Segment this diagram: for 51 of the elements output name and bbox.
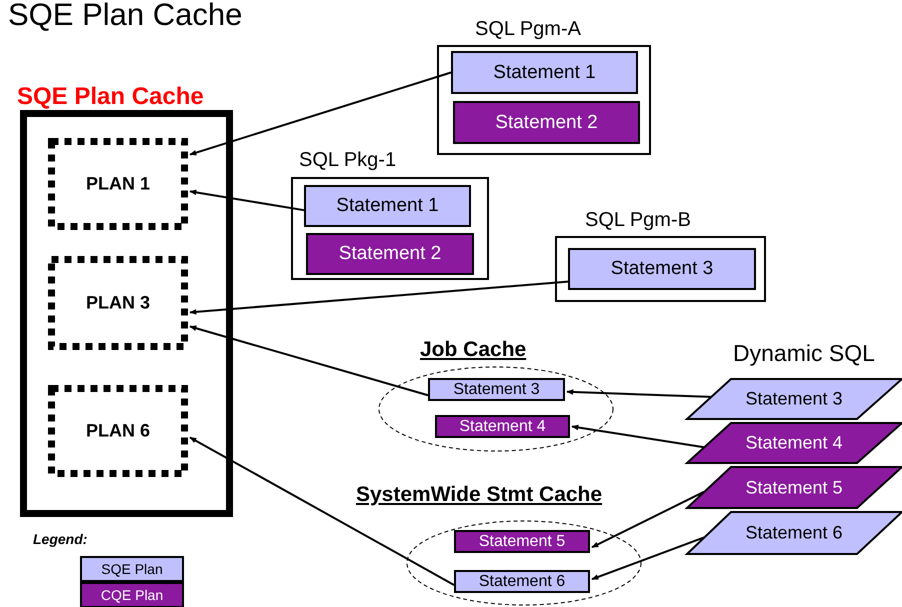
statement-parallelogram bbox=[686, 466, 902, 509]
statement-box bbox=[428, 378, 565, 401]
statement-label: Statement 2 bbox=[494, 112, 599, 134]
group-heading: Job Cache bbox=[420, 338, 526, 362]
statement-parallelogram bbox=[686, 378, 902, 420]
statement-box bbox=[306, 233, 474, 275]
title: SQE Plan Cache bbox=[8, 0, 242, 33]
arrow bbox=[591, 490, 704, 548]
statement-box bbox=[454, 530, 590, 553]
arrow bbox=[571, 424, 704, 448]
statement-label: Statement 4 bbox=[458, 418, 547, 436]
plan-box bbox=[48, 385, 188, 477]
arrow bbox=[566, 389, 711, 398]
arrow bbox=[591, 536, 704, 580]
statement-label: Statement 4 bbox=[744, 432, 844, 454]
legend-label: SQE Plan bbox=[100, 561, 164, 577]
statement-label: Statement 2 bbox=[338, 243, 442, 265]
plan-label: PLAN 1 bbox=[84, 174, 151, 194]
legend-label: CQE Plan bbox=[100, 587, 164, 603]
group-heading: SQL Pkg-1 bbox=[299, 149, 396, 172]
statement-box bbox=[451, 51, 638, 94]
statement-parallelogram bbox=[686, 511, 902, 555]
statement-label: Statement 5 bbox=[744, 477, 844, 498]
statement-label: Statement 3 bbox=[610, 258, 714, 280]
statement-label: Statement 3 bbox=[452, 380, 541, 398]
statement-label: Statement 6 bbox=[744, 522, 844, 544]
plan-label: PLAN 3 bbox=[84, 292, 151, 314]
plan-label: PLAN 6 bbox=[84, 420, 151, 442]
section-heading: Dynamic SQL bbox=[733, 340, 875, 367]
group-heading: SQL Pgm-B bbox=[585, 209, 691, 232]
group-heading: SQE Plan Cache bbox=[17, 83, 204, 111]
arrow bbox=[189, 72, 452, 156]
arrow bbox=[189, 326, 428, 396]
group-heading: SQL Pgm-A bbox=[475, 18, 581, 41]
statement-parallelogram bbox=[686, 422, 902, 464]
statement-label: Statement 6 bbox=[478, 572, 566, 590]
statement-box bbox=[454, 570, 590, 593]
arrow bbox=[189, 190, 304, 212]
statement-box bbox=[453, 101, 640, 144]
statement-label: Statement 5 bbox=[478, 532, 566, 550]
arrow bbox=[189, 280, 568, 315]
statement-label: Statement 3 bbox=[744, 388, 844, 410]
group-heading: SystemWide Stmt Cache bbox=[356, 483, 602, 507]
statement-label: Statement 1 bbox=[335, 195, 440, 217]
plan-box bbox=[48, 138, 188, 230]
legend-heading: Legend: bbox=[33, 531, 88, 547]
plan-box bbox=[48, 256, 188, 350]
statement-box bbox=[435, 415, 570, 438]
statement-box bbox=[304, 185, 471, 227]
statement-box bbox=[568, 248, 756, 290]
statement-label: Statement 1 bbox=[492, 62, 597, 84]
